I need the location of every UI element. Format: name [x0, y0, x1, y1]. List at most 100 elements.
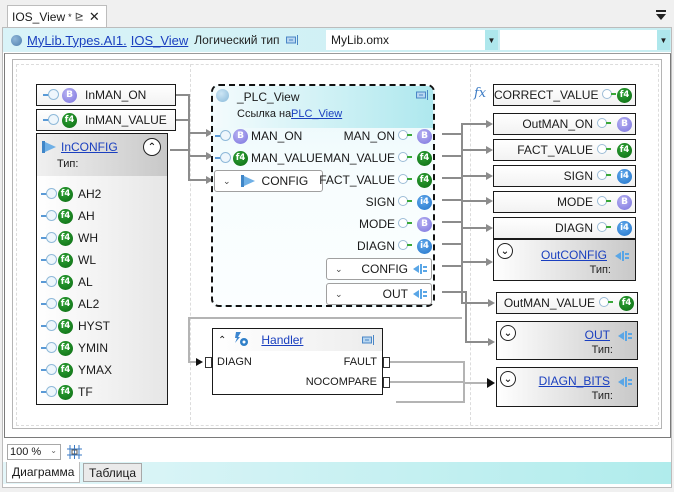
- pin-label: CORRECT_VALUE: [494, 88, 599, 102]
- input-port-icon: [43, 89, 59, 101]
- grid-guide: [470, 64, 471, 425]
- plc-view-block[interactable]: _PLC_View Ссылка на PLC_View B MAN_ON f4…: [211, 84, 435, 307]
- grid-snap-icon[interactable]: [67, 445, 82, 459]
- output-struct-diagn-bits[interactable]: ⌄ DIAGN_BITS Тип:: [496, 367, 638, 407]
- field-label: AH: [78, 209, 95, 223]
- dropdown-menu-icon[interactable]: [655, 9, 667, 21]
- input-pin-inman-value[interactable]: f4 InMAN_VALUE: [36, 109, 176, 131]
- collapse-icon[interactable]: ⌃: [218, 334, 227, 346]
- zoom-select[interactable]: 100 % ⌄: [7, 444, 61, 460]
- type-badge-f4-icon: f4: [417, 150, 432, 166]
- type-badge-b-icon: B: [417, 128, 432, 144]
- pin-label: CONFIG: [361, 262, 408, 276]
- logical-type-icon[interactable]: [416, 90, 430, 100]
- output-port-icon: [398, 130, 414, 142]
- close-icon[interactable]: ✕: [88, 8, 100, 24]
- output-struct-out[interactable]: ⌄ OUT Тип:: [496, 321, 638, 360]
- toolbar: MyLib.Types.AI1. IOS_View Логический тип…: [3, 28, 671, 52]
- type-path-link-lib[interactable]: MyLib.Types.AI1.: [27, 32, 127, 48]
- struct-type-link[interactable]: OUT: [584, 328, 610, 342]
- plc-input-config[interactable]: ⌄ CONFIG: [214, 170, 323, 192]
- plc-output-out[interactable]: ⌄ OUT: [326, 283, 432, 305]
- output-port-nocompare[interactable]: [383, 377, 390, 388]
- chevron-down-icon[interactable]: ⌄: [335, 263, 343, 274]
- pin-label: SIGN: [563, 169, 593, 183]
- chevron-down-icon[interactable]: ▼: [485, 30, 498, 50]
- document-tab-title: IOS_View: [12, 9, 66, 24]
- output-port-icon: [398, 196, 414, 208]
- output-port-fault[interactable]: [383, 357, 390, 368]
- type-badge-f4-icon: f4: [619, 295, 634, 311]
- expand-icon[interactable]: ⌄: [497, 243, 513, 259]
- inconfig-type-link[interactable]: InCONFIG: [61, 140, 118, 154]
- output-port-icon: [597, 196, 613, 208]
- output-pin-correct-value[interactable]: CORRECT_VALUE f4: [493, 84, 636, 106]
- tab-diagram[interactable]: Диаграмма: [6, 462, 81, 483]
- type-badge-f4-icon: f4: [617, 87, 632, 103]
- struct-out-port-icon: [618, 377, 632, 387]
- logical-type-icon[interactable]: [362, 335, 376, 345]
- pin-label: MAN_VALUE: [251, 151, 323, 165]
- chevron-down-icon[interactable]: ⌄: [335, 288, 343, 299]
- document-tab[interactable]: IOS_View* ⊵ ✕: [7, 5, 107, 27]
- output-port-icon: [602, 89, 617, 101]
- input-port[interactable]: [205, 357, 212, 368]
- plc-view-ref-link[interactable]: PLC_View: [291, 108, 343, 120]
- input-pin-inman-on[interactable]: B InMAN_ON: [36, 84, 176, 106]
- chevron-down-icon[interactable]: ▼: [657, 30, 670, 50]
- handler-input-label: DIAGN: [217, 356, 252, 368]
- secondary-select[interactable]: ▼: [500, 30, 670, 50]
- expand-icon[interactable]: ⌄: [500, 325, 516, 341]
- field-label: YMAX: [78, 363, 113, 377]
- chevron-down-icon[interactable]: ⌄: [223, 175, 231, 186]
- output-struct-outconfig[interactable]: ⌄ OutCONFIG Тип:: [493, 239, 636, 281]
- pin-icon[interactable]: ⊵: [74, 11, 84, 23]
- struct-type-link[interactable]: OutCONFIG: [540, 248, 607, 262]
- input-port-icon: [41, 386, 57, 398]
- chevron-down-icon[interactable]: ⌄: [50, 446, 57, 455]
- logical-type-icon[interactable]: [285, 35, 300, 45]
- type-badge-f4-icon: f4: [58, 186, 73, 202]
- plc-input-man-value[interactable]: f4 MAN_VALUE: [213, 148, 323, 168]
- handler-output-fault-label: FAULT: [343, 356, 377, 368]
- formula-fx-icon[interactable]: fx: [474, 86, 487, 101]
- type-badge-f4-icon: f4: [233, 150, 248, 166]
- struct-type-link[interactable]: DIAGN_BITS: [538, 374, 610, 388]
- pin-label: InMAN_VALUE: [85, 113, 167, 127]
- expand-icon[interactable]: ⌄: [500, 371, 516, 387]
- handler-link[interactable]: Handler: [261, 333, 304, 347]
- library-select[interactable]: MyLib.omx ▼: [326, 30, 498, 50]
- pin-label: SIGN: [365, 195, 395, 209]
- handler-block[interactable]: ⌃ Handler DIAGN FAULT NOCOMPARE: [205, 328, 390, 395]
- type-badge-f4-icon: f4: [58, 384, 73, 400]
- type-path-link-view[interactable]: IOS_View: [130, 32, 189, 48]
- collapse-icon[interactable]: ⌃: [143, 138, 161, 156]
- pin-label: MODE: [557, 195, 593, 209]
- plc-input-man-on[interactable]: B MAN_ON: [213, 126, 302, 146]
- plc-output-config[interactable]: ⌄ CONFIG: [326, 258, 432, 280]
- tab-table[interactable]: Таблица: [83, 463, 143, 482]
